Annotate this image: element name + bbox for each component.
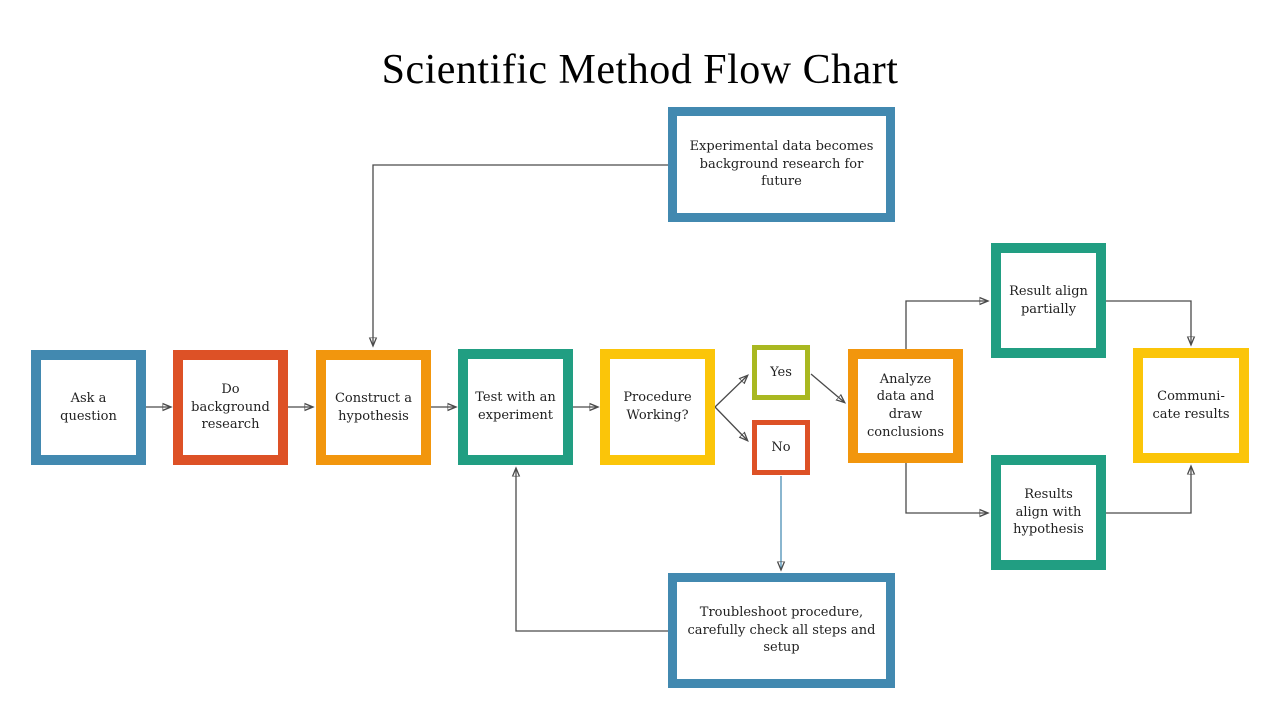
- connector-procedure-to-no: [714, 406, 747, 440]
- connector-partial-to-communicate: [1106, 300, 1191, 344]
- node-result-align-partially: Result align partially: [991, 243, 1106, 358]
- connector-feedback-to-hypothesis: [373, 164, 668, 345]
- node-ask-a-question: Ask a question: [31, 350, 146, 465]
- node-experimental-data-feedback: Experimental data becomes background res…: [668, 107, 895, 222]
- node-results-align-with-hypothesis: Results align with hypothesis: [991, 455, 1106, 570]
- connector-aligned-to-communicate: [1106, 467, 1191, 514]
- node-do-background-research: Do background research: [173, 350, 288, 465]
- node-label: Test with an experiment: [475, 390, 556, 423]
- node-label: Experimental data becomes background res…: [689, 139, 874, 190]
- node-procedure-working: Procedure Working?: [600, 349, 715, 465]
- node-label: Procedure Working?: [623, 390, 692, 423]
- connector-analyze-to-partial: [905, 301, 987, 349]
- page-title: Scientific Method Flow Chart: [381, 47, 899, 94]
- node-test-with-an-experiment: Test with an experiment: [458, 349, 573, 465]
- node-label: Results align with hypothesis: [1013, 487, 1084, 538]
- node-communicate-results: Communi- cate results: [1133, 348, 1249, 463]
- node-label: No: [771, 439, 791, 455]
- connector-troubleshoot-to-experiment: [516, 469, 668, 632]
- node-label: Communi- cate results: [1152, 388, 1230, 422]
- connector-procedure-to-yes: [714, 376, 747, 408]
- node-construct-a-hypothesis: Construct a hypothesis: [316, 350, 431, 465]
- node-analyze-data-draw-conclusions: Analyze data and draw conclusions: [848, 349, 963, 463]
- connector-yes-to-analyze: [810, 373, 844, 402]
- node-yes: Yes: [752, 345, 810, 400]
- node-label: Ask a question: [60, 390, 117, 424]
- node-label: Do background research: [191, 382, 270, 433]
- node-label: Result align partially: [1009, 283, 1088, 317]
- node-label: Troubleshoot procedure, carefully check …: [687, 605, 876, 656]
- node-label: Yes: [770, 364, 792, 380]
- node-label: Construct a hypothesis: [334, 390, 413, 424]
- connector-analyze-to-aligned: [905, 463, 987, 513]
- node-troubleshoot-procedure: Troubleshoot procedure, carefully check …: [668, 573, 895, 688]
- node-label: Analyze data and draw conclusions: [867, 371, 944, 440]
- node-no: No: [752, 420, 810, 475]
